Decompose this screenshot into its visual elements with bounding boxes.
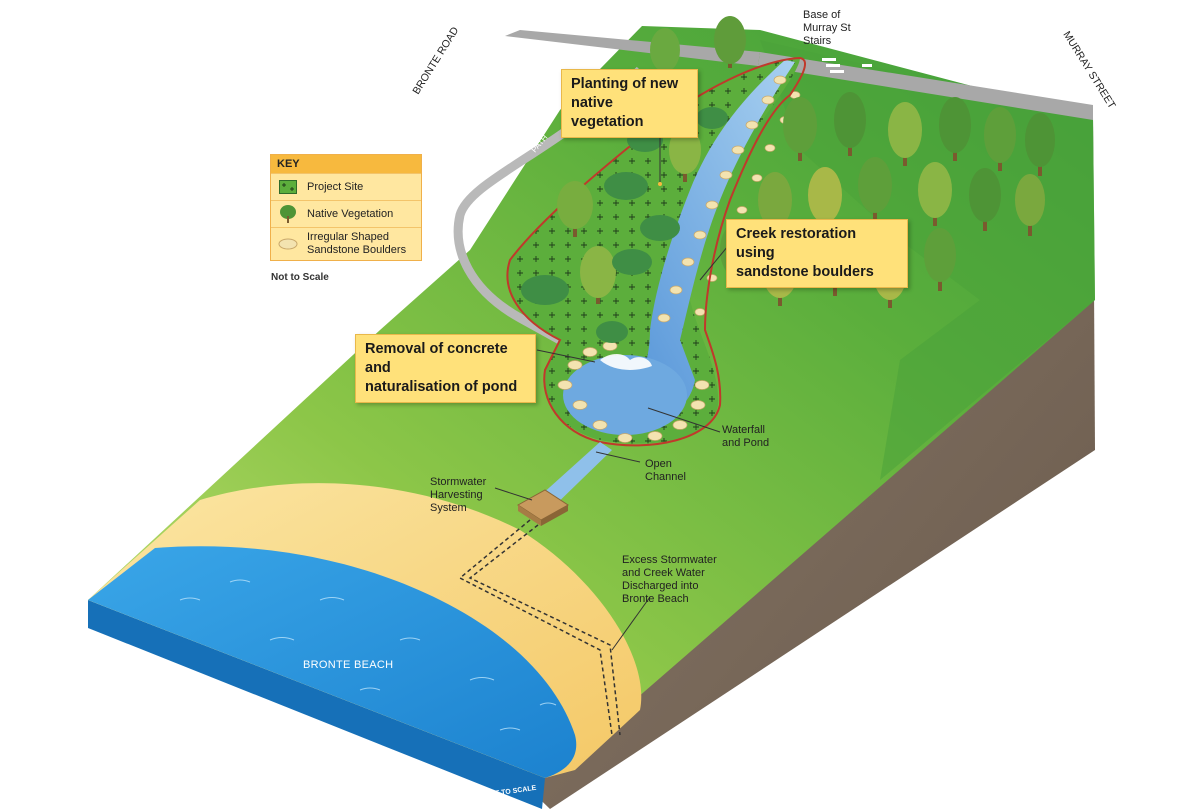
road-label-murray: MURRAY STREET bbox=[1060, 29, 1118, 111]
stairs-label: Base of Murray St Stairs bbox=[803, 9, 851, 48]
stairs-label-line: Stairs bbox=[803, 35, 832, 47]
label-line: Channel bbox=[645, 471, 686, 483]
legend-item: Project Site bbox=[271, 173, 421, 200]
label-line: and Pond bbox=[722, 437, 770, 449]
label-line: and Creek Water bbox=[622, 567, 705, 579]
label-line: Waterfall bbox=[722, 424, 765, 436]
pond bbox=[563, 355, 687, 435]
road-bronte bbox=[505, 30, 760, 66]
callout-planting: Planting of new native vegetation bbox=[561, 69, 698, 138]
trees bbox=[557, 16, 1055, 308]
callout-line: native vegetation bbox=[571, 95, 644, 130]
label-stormwater: Stormwater Harvesting System bbox=[430, 476, 486, 515]
label-line: Open bbox=[645, 458, 672, 470]
label-line: Bronte Beach bbox=[622, 593, 689, 605]
label-open-channel: Open Channel bbox=[645, 458, 686, 484]
label-line: Excess Stormwater bbox=[622, 554, 717, 566]
ocean bbox=[88, 546, 577, 778]
legend-title: KEY bbox=[271, 155, 421, 173]
label-line: Stormwater bbox=[430, 476, 487, 488]
legend: KEY Project Site Native Vegetation Irreg… bbox=[270, 154, 422, 261]
label-line: Discharged into bbox=[622, 580, 699, 592]
label-excess: Excess Stormwater and Creek Water Discha… bbox=[622, 554, 717, 606]
road-murray bbox=[758, 52, 1093, 120]
boulder-icon bbox=[275, 234, 301, 254]
legend-note: Not to Scale bbox=[271, 272, 329, 283]
callout-line: Planting of new bbox=[571, 76, 679, 92]
leader-lines bbox=[494, 122, 729, 651]
stairs-label-line: Murray St bbox=[803, 22, 851, 34]
callout-line: Removal of concrete and bbox=[365, 341, 508, 376]
label-waterfall: Waterfall and Pond bbox=[722, 424, 769, 450]
callout-removal: Removal of concrete and naturalisation o… bbox=[355, 334, 536, 403]
callout-creek: Creek restoration using sandstone boulde… bbox=[726, 219, 908, 288]
legend-label: Native Vegetation bbox=[307, 207, 394, 220]
stairs-label-line: Base of bbox=[803, 9, 841, 21]
creek bbox=[605, 60, 795, 430]
label-beach: BRONTE BEACH bbox=[303, 659, 394, 671]
project-site-icon bbox=[275, 177, 301, 197]
callout-line: naturalisation of pond bbox=[365, 379, 518, 395]
legend-label: Project Site bbox=[307, 180, 364, 193]
stairs-marks bbox=[822, 58, 872, 73]
legend-label: Irregular Shaped Sandstone Boulders bbox=[307, 231, 407, 256]
road-label-bronte: BRONTE ROAD bbox=[410, 25, 461, 97]
block-side-front bbox=[88, 600, 545, 809]
legend-item: Irregular Shaped Sandstone Boulders bbox=[271, 227, 421, 260]
legend-item: Native Vegetation bbox=[271, 200, 421, 227]
wave-marks bbox=[179, 579, 557, 731]
callout-line: sandstone boulders bbox=[736, 264, 874, 280]
bushes bbox=[521, 107, 728, 343]
label-line: System bbox=[430, 502, 467, 514]
label-line: Harvesting bbox=[430, 489, 483, 501]
discharge-pipe bbox=[458, 519, 613, 736]
tree-icon bbox=[275, 204, 301, 224]
callout-line: Creek restoration using bbox=[736, 226, 857, 261]
